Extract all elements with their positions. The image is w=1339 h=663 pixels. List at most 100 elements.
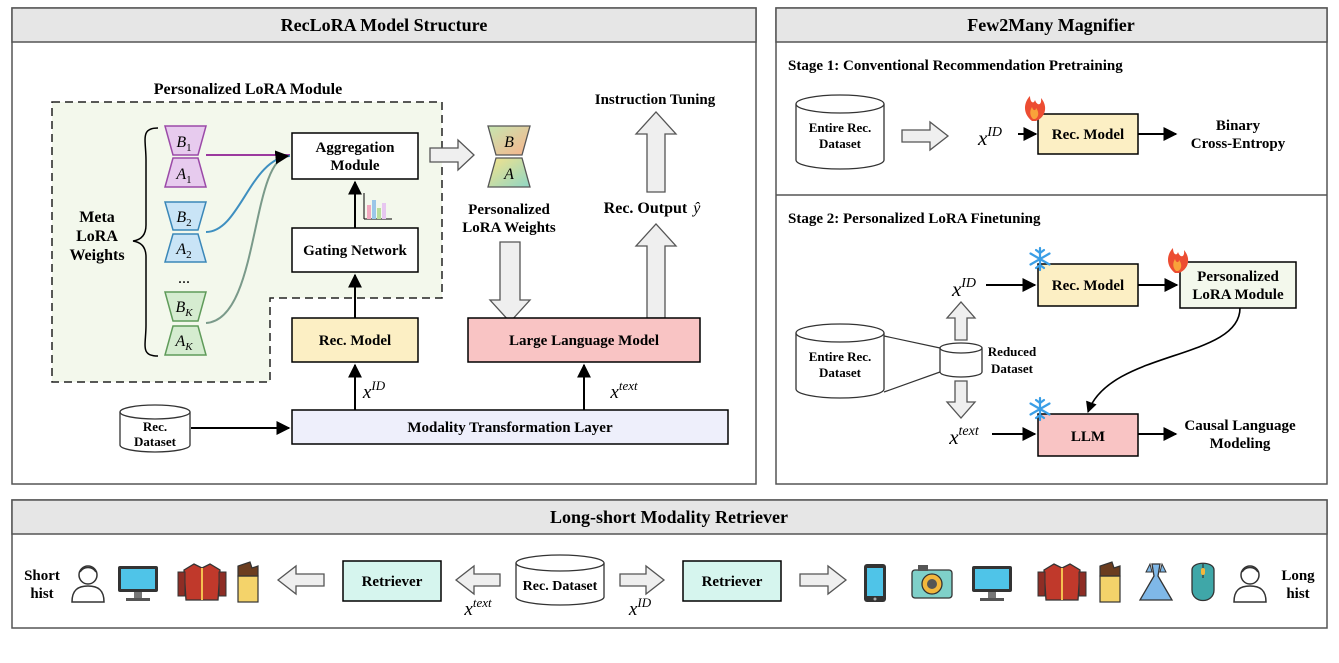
flame-icon-stage1: [1025, 96, 1046, 121]
meta-lora-label-2: LoRA: [76, 228, 118, 245]
snowflake-icon-recmodel: [1029, 246, 1051, 272]
svg-text:xtext: xtext: [948, 424, 980, 449]
hollow-arrow-to-short-hist: [276, 564, 325, 596]
a1-label: A: [175, 166, 186, 183]
retriever-xtext-sup: text: [473, 595, 492, 610]
stage1-rec-model: [1037, 113, 1139, 155]
monitor-icon-long: [972, 566, 1012, 601]
stage2-title: Stage 2: Personalized LoRA Finetuning: [788, 211, 1041, 227]
hollow-arrow-reduced-up: [945, 301, 977, 341]
personalized-a-label: A: [503, 166, 514, 183]
b1-sub: 1: [186, 142, 192, 154]
curve-plm-to-llm: [1086, 307, 1241, 414]
b1-trapezoid: [164, 125, 207, 156]
rec-model-label: Rec. Model: [319, 333, 391, 349]
bar-chart-icon: [363, 193, 392, 220]
rec-dataset-cylinder: [119, 404, 191, 453]
stage2-xid-base: x: [951, 277, 962, 301]
stage2-rec-model: [1037, 263, 1139, 307]
bce-label-2: Cross-Entropy: [1191, 136, 1286, 152]
long-hist-label-2: hist: [1286, 586, 1309, 602]
rec-model-box: [291, 317, 419, 363]
funnel-line-top: [883, 335, 941, 349]
x-text-base: x: [609, 382, 619, 403]
rec-output-label: Rec. Output: [604, 200, 688, 217]
entire-dataset-cylinder-2: [795, 323, 885, 399]
entire-dataset-1-label-2: Dataset: [819, 136, 862, 151]
bk-label: B: [175, 299, 185, 316]
stage1-x-base: x: [977, 126, 988, 150]
chocolate-icon-long: [1099, 561, 1121, 603]
llm-box: [467, 317, 701, 363]
gating-network: [291, 227, 419, 273]
meta-lora-label-1: Meta: [79, 209, 115, 226]
hollow-arrow-to-long-hist: [799, 564, 848, 596]
bk-sub: K: [184, 307, 193, 319]
retriever-box-short: [342, 560, 442, 602]
svg-text:xID: xID: [628, 595, 652, 620]
short-hist-label-2: hist: [30, 586, 53, 602]
snowflake-icon-llm: [1029, 396, 1051, 422]
phone-icon-long: [864, 564, 886, 602]
svg-text:xID: xID: [362, 378, 386, 403]
monitor-icon-short: [118, 566, 158, 601]
stage1-rec-model-label: Rec. Model: [1052, 127, 1124, 143]
retriever-box-long: [682, 560, 782, 602]
weights-ellipsis: ...: [178, 270, 190, 287]
svg-text:xtext: xtext: [463, 595, 492, 620]
x-id-sup: ID: [370, 378, 385, 393]
personalized-b-label: B: [504, 134, 514, 151]
entire-dataset-cylinder-1: [795, 94, 885, 170]
llm-label: Large Language Model: [509, 333, 659, 349]
stage1-x-sup: ID: [986, 125, 1002, 140]
svg-text:B1: B1: [176, 134, 191, 154]
retriever-short-label: Retriever: [362, 574, 423, 590]
stage2-xid-sup: ID: [960, 276, 976, 291]
svg-text:xID: xID: [977, 125, 1002, 150]
hollow-arrow-stage1: [901, 120, 950, 152]
stage2-xtext-base: x: [948, 425, 959, 449]
b1-label: B: [176, 134, 186, 151]
lora-module-title: Personalized LoRA Module: [154, 81, 342, 98]
b2-trapezoid: [164, 201, 207, 231]
panel-retriever: Long-short Modality Retriever Short hist…: [11, 499, 1328, 629]
panel-magnifier: Few2Many Magnifier Stage 1: Conventional…: [775, 7, 1328, 485]
meta-lora-label-3: Weights: [69, 247, 124, 264]
flame-icon-stage2: [1168, 248, 1189, 273]
stage2-plm-label-1: Personalized: [1197, 269, 1279, 285]
person-icon-long: [1233, 565, 1267, 603]
gating-label: Gating Network: [303, 243, 407, 259]
b2-label: B: [176, 209, 186, 226]
ak-label: A: [174, 333, 185, 350]
hollow-arrow-dataset-to-long: [619, 564, 666, 596]
svg-text:BK: BK: [175, 299, 193, 319]
jacket-icon-long: [1037, 563, 1087, 601]
clm-label-2: Modeling: [1210, 436, 1271, 452]
person-icon-short: [71, 565, 105, 603]
a1-trapezoid: [164, 157, 207, 188]
x-id-base: x: [362, 382, 372, 403]
aggregation-label-1: Aggregation: [316, 140, 396, 156]
personalized-b-trapezoid: [487, 125, 531, 156]
modality-layer-box: [291, 409, 729, 445]
panel-title-retriever: Long-short Modality Retriever: [550, 507, 788, 527]
curve-ak: [205, 150, 290, 324]
hollow-arrow-dataset-to-short: [454, 564, 501, 596]
x-text-sup: text: [619, 378, 638, 393]
meta-lora-brace: [132, 127, 159, 357]
a1-sub: 1: [186, 174, 192, 186]
stage2-llm-label: LLM: [1071, 429, 1105, 445]
modality-layer-label: Modality Transformation Layer: [407, 420, 613, 436]
bce-label-1: Binary: [1216, 118, 1261, 134]
svg-text:AK: AK: [174, 333, 193, 353]
funnel-line-bottom: [883, 371, 941, 393]
stage2-xtext-sup: text: [959, 424, 980, 439]
panel-title-structure: RecLoRA Model Structure: [281, 15, 488, 35]
camera-icon-long: [911, 565, 953, 599]
a2-trapezoid: [164, 233, 207, 263]
entire-dataset-2-label-2: Dataset: [819, 365, 862, 380]
personalized-weights-label-1: Personalized: [468, 202, 550, 218]
rec-output-yhat: ŷ: [691, 200, 701, 217]
svg-text:A2: A2: [175, 241, 191, 261]
